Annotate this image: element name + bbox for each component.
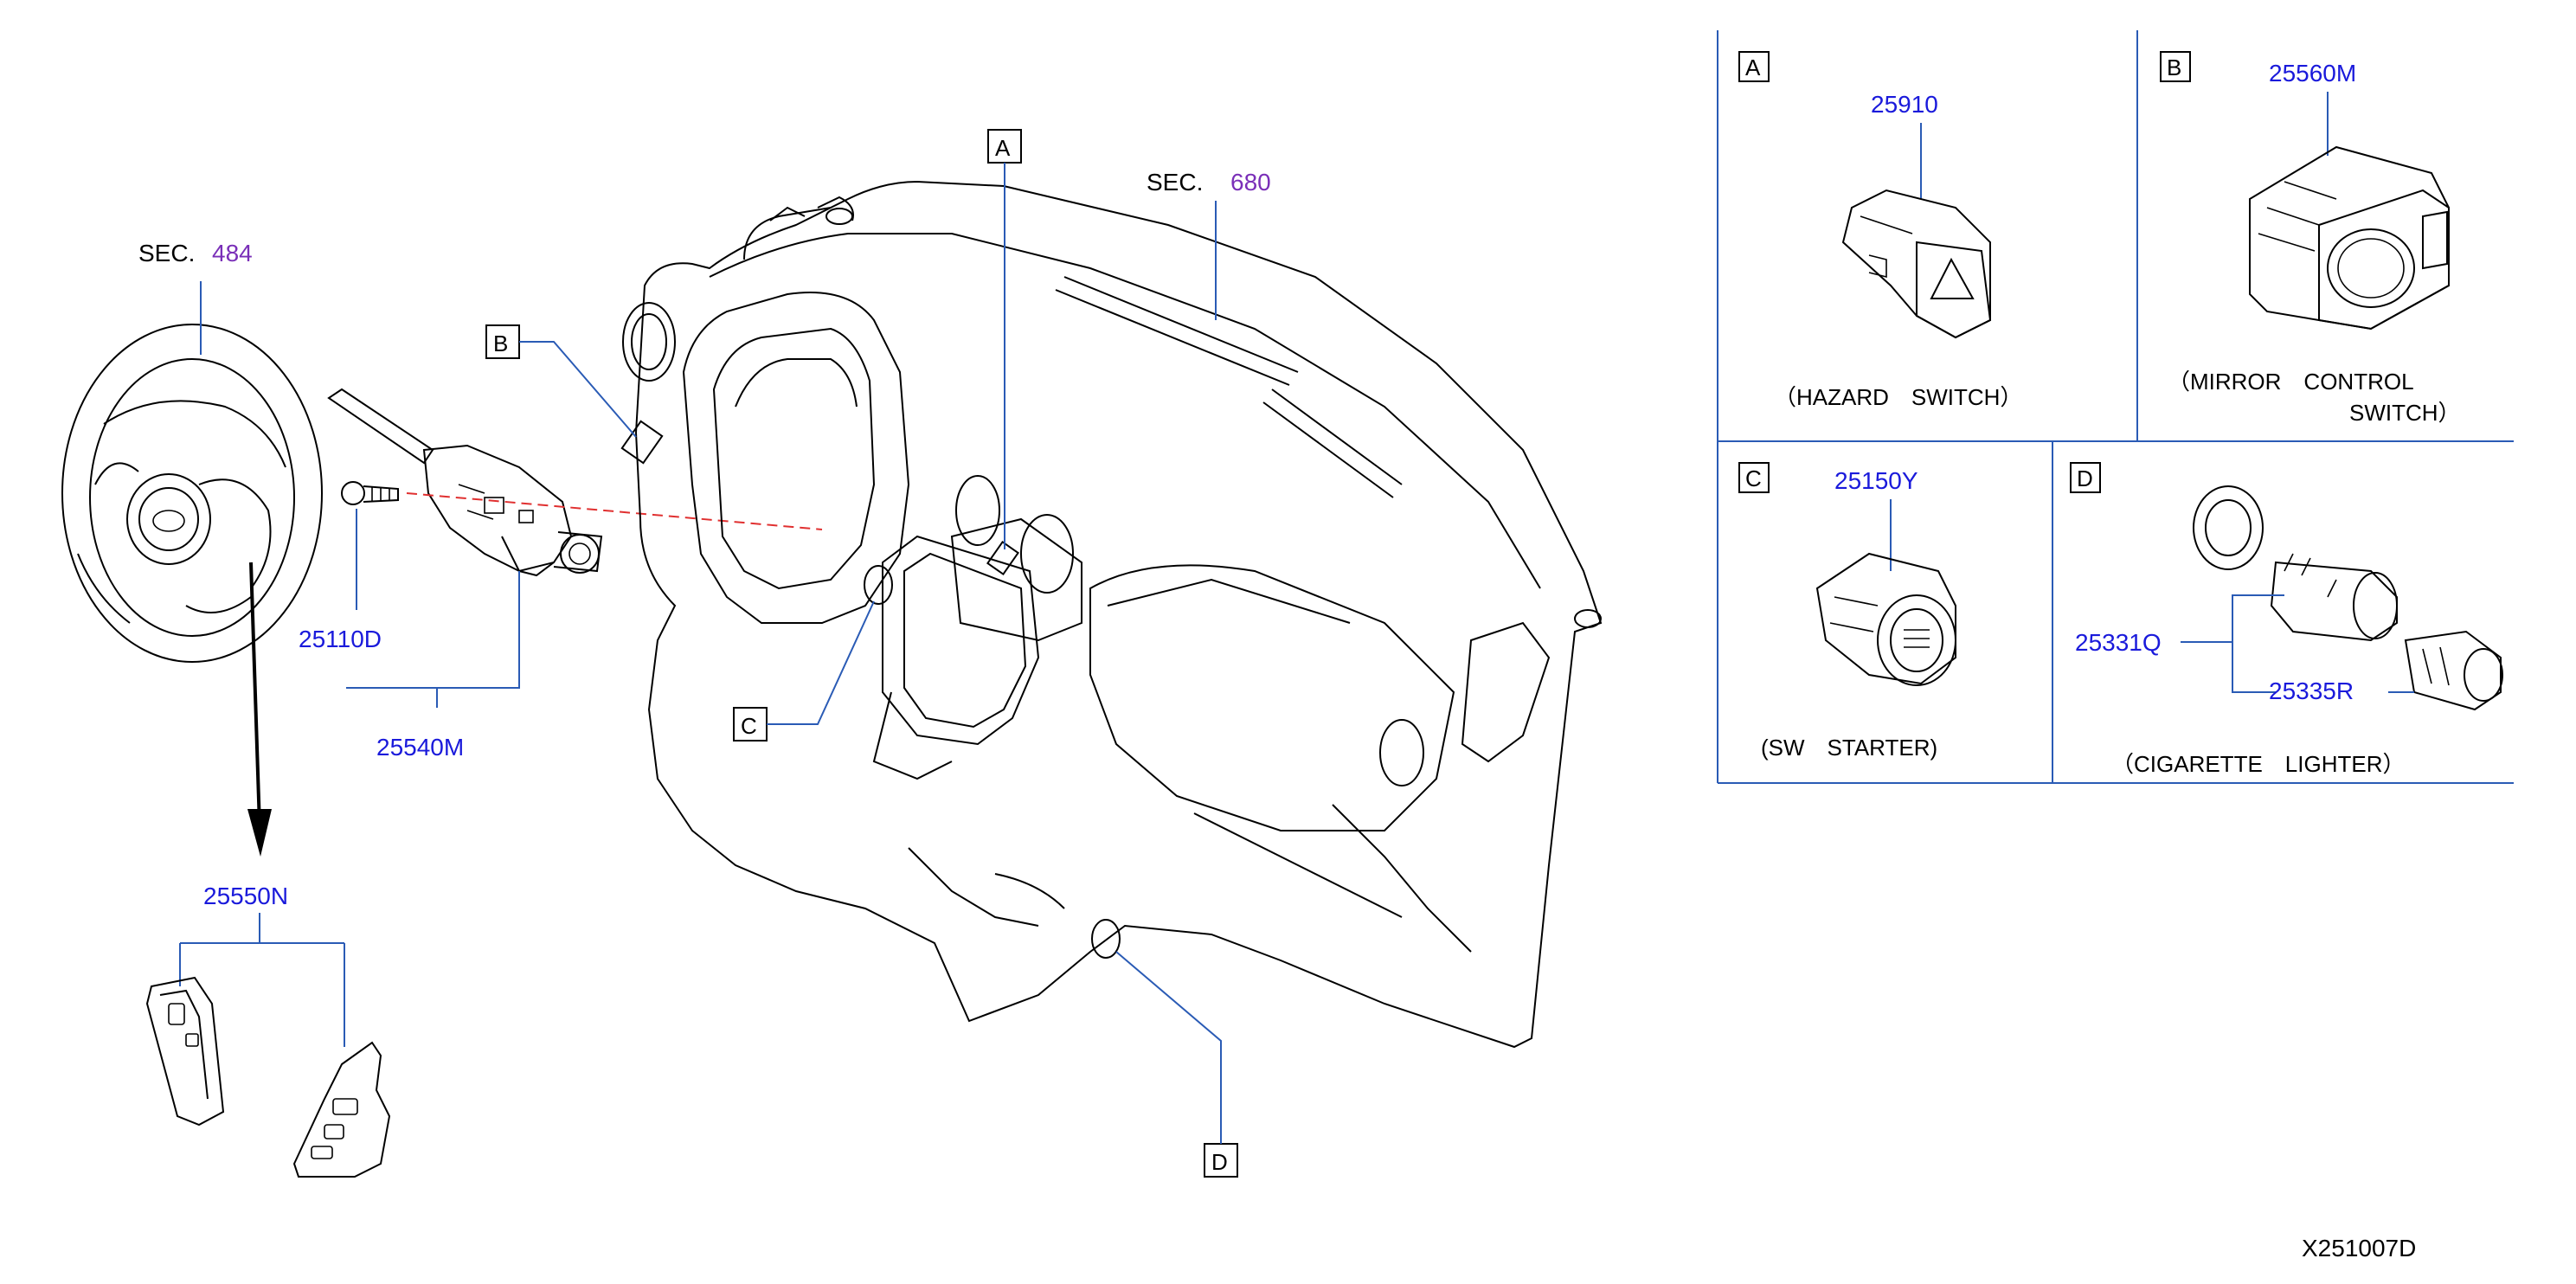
callout-d[interactable]: D bbox=[1211, 1149, 1228, 1175]
sec-680-number[interactable]: 680 bbox=[1230, 169, 1271, 196]
hazard-switch-caption: （HAZARD SWITCH） bbox=[1774, 384, 2022, 410]
steering-switch-illustration bbox=[145, 976, 391, 1178]
part-25550N[interactable]: 25550N bbox=[203, 883, 288, 909]
panel-b-letter: B bbox=[2167, 55, 2181, 80]
dashboard-illustration bbox=[622, 180, 1603, 1049]
part-25910[interactable]: 25910 bbox=[1871, 91, 1938, 118]
panel-c-letter: C bbox=[1745, 465, 1762, 491]
callout-d-marker bbox=[1091, 919, 1121, 959]
panel-d-letter: D bbox=[2077, 465, 2093, 491]
diagram-code: X251007D bbox=[2302, 1235, 2416, 1262]
part-25150Y[interactable]: 25150Y bbox=[1834, 467, 1918, 494]
hazard-switch-illustration bbox=[1841, 189, 1992, 339]
callout-b[interactable]: B bbox=[493, 331, 508, 356]
steering-wheel-illustration bbox=[61, 324, 323, 663]
cigarette-lighter-illustration bbox=[2193, 485, 2503, 711]
callout-c-marker bbox=[864, 565, 893, 605]
part-25560M[interactable]: 25560M bbox=[2269, 60, 2356, 87]
combination-switch-illustration bbox=[327, 388, 603, 577]
panel-a-letter: A bbox=[1745, 55, 1761, 80]
callout-b-marker bbox=[620, 420, 664, 465]
callout-a[interactable]: A bbox=[995, 135, 1011, 161]
part-25331Q[interactable]: 25331Q bbox=[2075, 629, 2162, 656]
detail-panels bbox=[1717, 30, 2514, 784]
part-25540M[interactable]: 25540M bbox=[376, 734, 464, 761]
sec-484-prefix: SEC. bbox=[138, 240, 195, 266]
mirror-control-caption-line2: SWITCH） bbox=[2349, 400, 2461, 426]
screw-illustration bbox=[341, 481, 399, 505]
sec-484-number[interactable]: 484 bbox=[212, 240, 253, 266]
part-25335R[interactable]: 25335R bbox=[2269, 677, 2354, 704]
cigarette-lighter-caption: （CIGARETTE LIGHTER） bbox=[2111, 751, 2405, 777]
start-switch-illustration bbox=[1815, 552, 1956, 686]
sec-680-prefix: SEC. bbox=[1147, 169, 1203, 196]
mirror-control-switch-illustration bbox=[2249, 145, 2450, 331]
callout-a-marker bbox=[986, 541, 1020, 575]
callout-c[interactable]: C bbox=[741, 713, 757, 739]
part-25110D[interactable]: 25110D bbox=[299, 626, 382, 652]
arrow-down-icon bbox=[247, 809, 272, 857]
sw-starter-caption: (SW STARTER) bbox=[1761, 735, 1937, 761]
mirror-control-caption-line1: （MIRROR CONTROL bbox=[2168, 369, 2414, 395]
